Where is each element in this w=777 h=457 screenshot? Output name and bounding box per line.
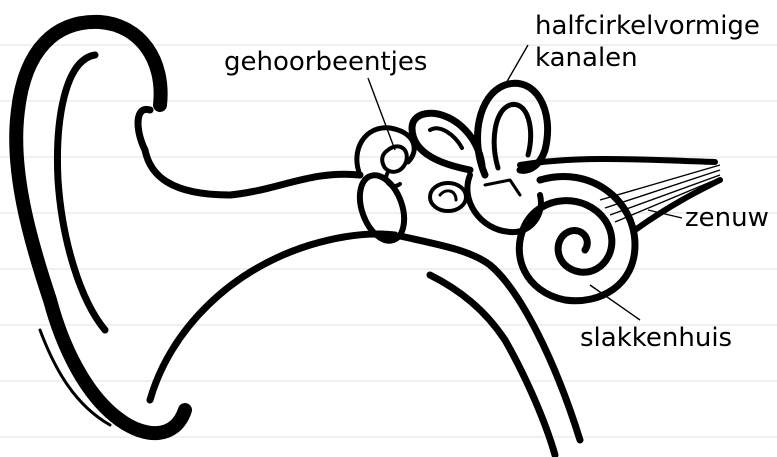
outer-ear — [16, 22, 230, 433]
semicircular-leader — [505, 45, 528, 85]
vestibule — [467, 175, 541, 232]
middle-ear — [352, 128, 415, 247]
label-cochlea: slakkenhuis — [580, 323, 732, 353]
label-semicircular-canals-line1: halfcirkelvormige — [535, 11, 760, 41]
label-semicircular-canals-line2: kanalen — [535, 43, 638, 73]
label-nerve: zenuw — [685, 203, 769, 233]
ossicles-leader — [368, 78, 395, 150]
label-ossicles: gehoorbeentjes — [224, 47, 427, 77]
